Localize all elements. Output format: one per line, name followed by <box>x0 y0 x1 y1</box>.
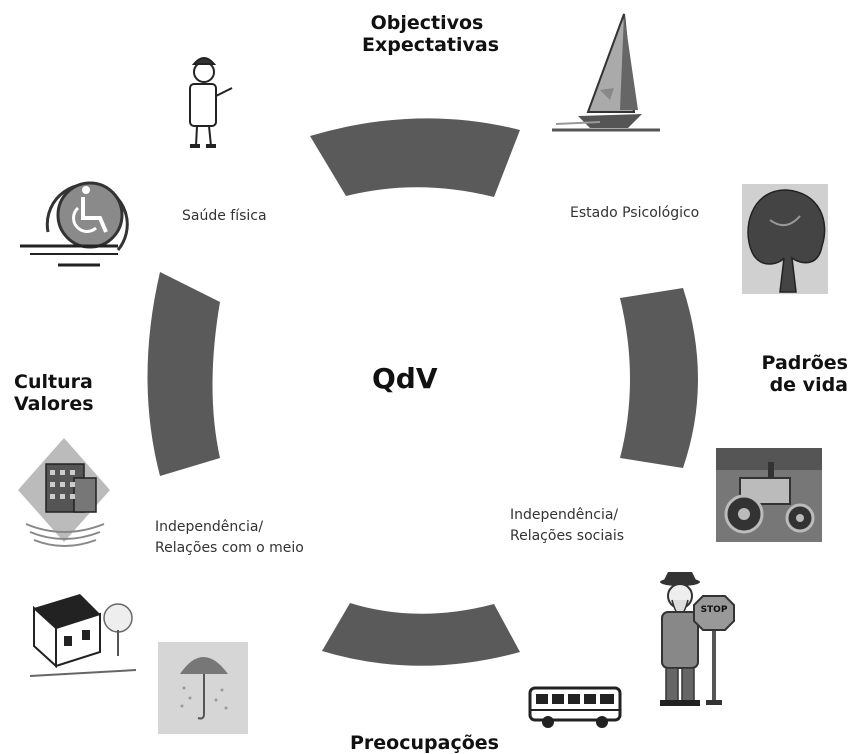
outer-label-right-line2: de vida <box>769 374 848 396</box>
inner-label-relacoes-sociais-line2: Relações sociais <box>510 528 625 544</box>
inner-label-relacoes-meio-line1: Independência/ <box>155 519 264 535</box>
outer-label-left-line1: Cultura <box>14 371 93 393</box>
stop-sign-text: STOP <box>700 605 728 615</box>
inner-label-relacoes-sociais-line1: Independência/ <box>510 507 619 523</box>
outer-label-bottom: Preocupações <box>350 732 499 754</box>
outer-label-bottom-line1: Preocupações <box>350 732 499 754</box>
arc-right <box>620 288 698 468</box>
outer-label-left: Cultura Valores <box>14 371 94 415</box>
center-label: QdV <box>372 362 438 395</box>
arc-top <box>310 118 520 197</box>
outer-label-right: Padrões de vida <box>740 352 848 396</box>
outer-label-top-line2: Expectativas <box>362 34 499 56</box>
inner-label-relacoes-meio-line2: Relações com o meio <box>155 540 304 556</box>
outer-label-left-line2: Valores <box>14 393 94 415</box>
outer-label-top-line1: Objectivos <box>370 12 484 34</box>
inner-label-saude-fisica: Saúde física <box>182 208 267 224</box>
outer-label-top: Objectivos Expectativas <box>362 12 499 56</box>
outer-label-right-line1: Padrões <box>761 352 848 374</box>
arc-bottom <box>322 603 520 666</box>
inner-label-relacoes-meio: Independência/ Relações com o meio <box>155 517 304 559</box>
arc-left <box>147 272 220 476</box>
inner-label-estado-psicologico: Estado Psicológico <box>570 205 700 221</box>
inner-label-relacoes-sociais: Independência/ Relações sociais <box>510 505 624 547</box>
